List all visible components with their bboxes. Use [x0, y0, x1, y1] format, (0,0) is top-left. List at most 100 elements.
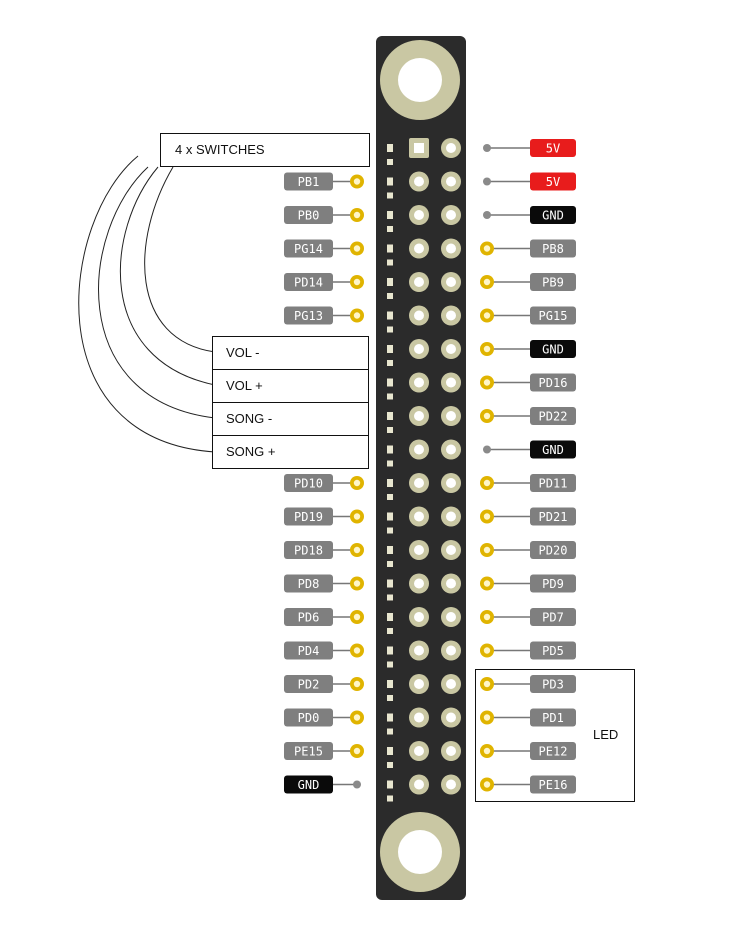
- right-pin-row: PD11: [480, 474, 576, 492]
- left-pin-row: PD18: [284, 541, 364, 559]
- header-hole-pair: [387, 238, 461, 266]
- wire-vol-plus: [119, 166, 216, 386]
- left-pin-label: PD14: [294, 276, 323, 290]
- row-pad: [387, 628, 393, 634]
- pins-layer: 3V3PB1PB0PG14PD14PG13PD17PD15PD13PD12PD1…: [284, 138, 576, 802]
- header-hole-pair: [387, 138, 461, 165]
- right-pin-label-bg: [530, 139, 576, 157]
- left-pin-row: PD0: [284, 708, 364, 727]
- right-pin-label: PD16: [539, 376, 568, 390]
- right-pin-connector-center: [483, 580, 491, 587]
- row-pad: [387, 479, 393, 487]
- row-pad: [387, 226, 393, 232]
- left-pin-connector-center: [353, 613, 361, 621]
- switch-wires: [78, 155, 216, 453]
- right-pin-row: PD7: [480, 608, 576, 626]
- header-hole-center: [414, 444, 424, 455]
- row-pad: [387, 244, 393, 253]
- row-pad: [387, 293, 393, 299]
- left-pin-label-bg: [284, 172, 333, 191]
- right-pin-label-bg: [530, 239, 576, 258]
- header-hole-center: [446, 612, 456, 622]
- left-pin-row: PD2: [284, 675, 364, 693]
- right-pin-connector-center: [483, 747, 491, 755]
- right-pin-row: PB9: [480, 273, 576, 291]
- left-pin-label: PD0: [298, 711, 320, 725]
- header-hole-center: [414, 779, 424, 790]
- left-pin-label-bg: [284, 306, 333, 325]
- left-pin-label-bg: [284, 775, 333, 794]
- right-pin-connector-center: [483, 546, 491, 554]
- right-pin-label: PD1: [542, 711, 564, 725]
- left-pin-connector-center: [353, 680, 361, 688]
- header-hole-pair: [387, 339, 461, 366]
- right-pin-row: GND: [483, 440, 576, 459]
- right-pin-label: PD7: [542, 611, 564, 625]
- header-hole-center: [446, 645, 456, 656]
- right-pin-label: 5V: [546, 142, 560, 156]
- row-pad: [387, 561, 393, 567]
- left-pin-connector-center: [353, 747, 361, 755]
- header-hole-pair: [387, 506, 461, 534]
- left-pin-label-bg: [284, 675, 333, 693]
- row-pad: [387, 728, 393, 735]
- header-hole-center: [414, 712, 424, 723]
- song-plus-label: SONG +: [226, 444, 276, 459]
- right-pin-connector: [483, 211, 491, 219]
- left-pin-label-bg: [284, 206, 333, 224]
- led-annotation-box: [475, 669, 635, 802]
- header-hole-pair: [387, 205, 461, 232]
- left-pin-row: PD19: [284, 507, 364, 526]
- left-pin-label: PD8: [298, 577, 320, 591]
- header-hole-center: [414, 176, 424, 187]
- header-hole-center: [414, 679, 424, 689]
- vol-minus-label: VOL -: [226, 345, 260, 360]
- right-pin-label-bg: [530, 708, 576, 727]
- right-pin-label-bg: [530, 273, 576, 291]
- right-pin-label: PD20: [539, 544, 568, 558]
- left-pin-connector: [353, 780, 361, 789]
- header-hole-pair: [387, 774, 461, 802]
- left-pin-connector-center: [353, 580, 361, 587]
- header-hole-center: [446, 679, 456, 689]
- right-pin-row: PD22: [480, 407, 576, 425]
- left-pin-row: GND: [284, 775, 361, 794]
- row-pad: [387, 192, 393, 199]
- right-pin-connector-center: [483, 479, 491, 487]
- right-pin-row: PE12: [480, 742, 576, 760]
- right-pin-connector-center: [483, 680, 491, 688]
- row-pad: [387, 378, 393, 387]
- right-pin-label: PD21: [539, 510, 568, 524]
- left-pin-row: PG14: [284, 239, 364, 258]
- left-pin-label: PD19: [294, 510, 323, 524]
- left-pin-label: PB1: [298, 175, 320, 189]
- left-pin-label: PD18: [294, 544, 323, 558]
- row-pad: [387, 594, 393, 601]
- row-pad: [387, 412, 393, 420]
- header-hole-pair: [387, 573, 461, 601]
- left-pin-connector-center: [353, 278, 361, 286]
- right-pin-label-bg: [530, 440, 576, 459]
- left-pin-connector-center: [353, 312, 361, 319]
- left-pin-connector-center: [353, 513, 361, 520]
- left-pin-label-bg: [284, 507, 333, 526]
- header-hole-center: [446, 344, 456, 354]
- left-pin-row: PD10: [284, 474, 364, 492]
- right-pin-label: PD5: [542, 644, 564, 658]
- row-pad: [387, 494, 393, 500]
- header-hole-pair: [387, 741, 461, 768]
- left-pin-connector-center: [353, 714, 361, 721]
- left-pin-row: PB0: [284, 206, 364, 224]
- row-pad: [387, 680, 393, 688]
- right-pin-label-bg: [530, 775, 576, 794]
- header-hole-pair: [387, 473, 461, 500]
- header-hole-center: [446, 277, 456, 287]
- header-board: [376, 36, 466, 900]
- left-pin-label-bg: [284, 239, 333, 258]
- header-hole-center: [414, 478, 424, 488]
- right-pin-label: PE16: [539, 778, 568, 792]
- right-pin-row: 5V: [483, 139, 576, 157]
- wire-song-plus: [78, 155, 216, 453]
- row-pad: [387, 512, 393, 521]
- row-pad: [387, 613, 393, 621]
